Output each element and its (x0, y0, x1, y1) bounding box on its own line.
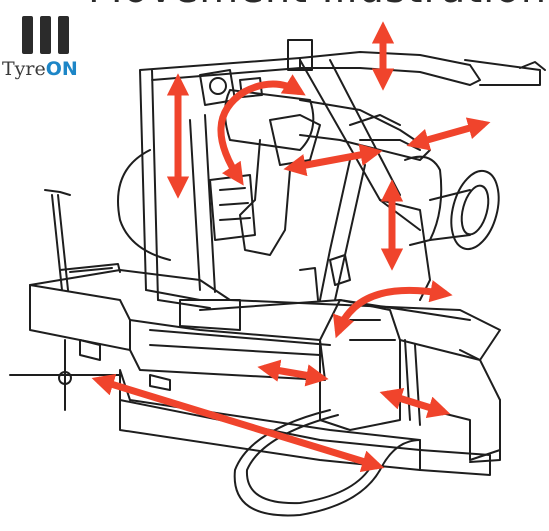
page-heading: Movement Illustration — Hydraulic Moveme… (0, 0, 549, 16)
logo-bars-icon (22, 16, 82, 54)
arrow-diagonal-right-icon (406, 117, 491, 151)
tyreon-logo: TyreON (2, 14, 120, 84)
logo-brand-prefix: Tyre (2, 58, 46, 80)
machine-line-art (9, 39, 546, 517)
arrow-curved-rotation-icon (332, 280, 453, 339)
page-title: Movement Illustration — Hydraulic Moveme… (88, 0, 549, 12)
movement-arrows (91, 21, 491, 473)
arrow-long-base-icon (91, 373, 385, 473)
arrow-diagonal-foot-icon (379, 387, 451, 419)
arrow-horizontal-head-icon (283, 143, 383, 177)
arrow-curved-head-icon (217, 74, 306, 186)
logo-brand-suffix: ON (45, 58, 78, 80)
logo-wordmark: TyreON (2, 58, 78, 80)
